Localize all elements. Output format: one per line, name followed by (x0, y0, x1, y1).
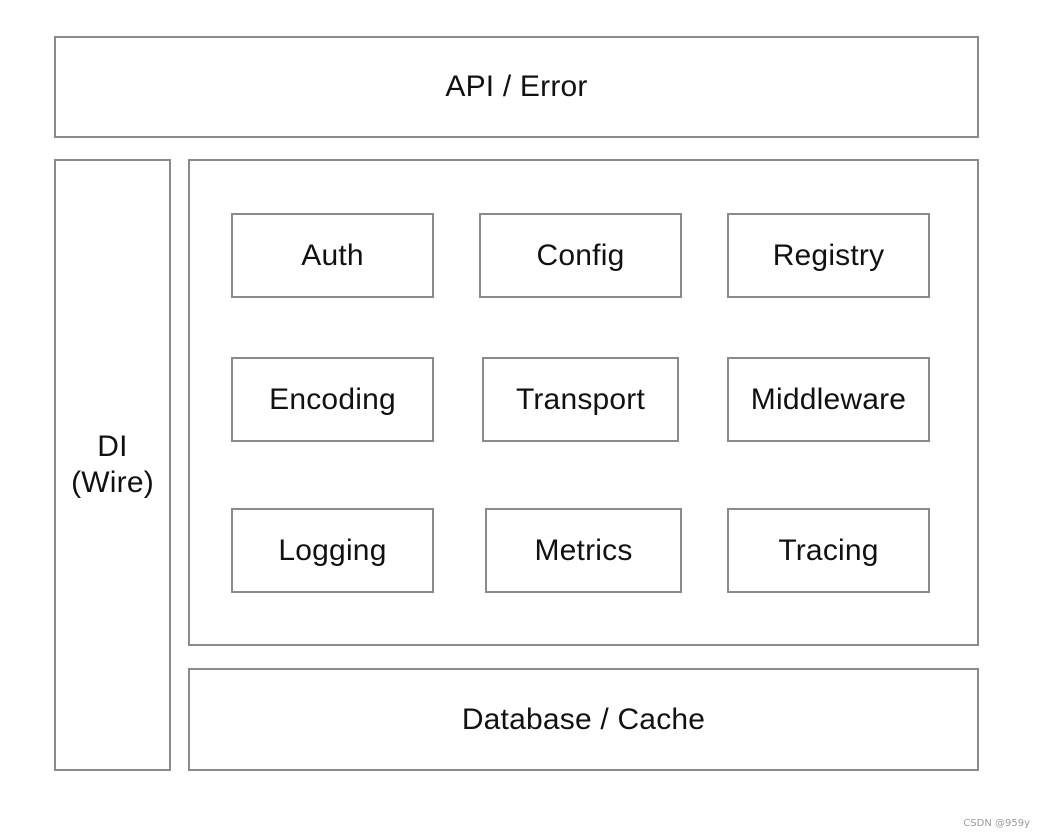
module-config: Config (479, 213, 682, 298)
watermark-text: CSDN @959y (963, 818, 1030, 829)
module-logging-label: Logging (278, 533, 387, 567)
module-registry: Registry (727, 213, 930, 298)
module-auth-label: Auth (301, 238, 364, 272)
module-tracing-label: Tracing (778, 533, 879, 567)
api-error-layer: API / Error (54, 36, 979, 138)
module-encoding-label: Encoding (269, 382, 396, 416)
module-encoding: Encoding (231, 357, 434, 442)
module-config-label: Config (536, 238, 625, 272)
module-auth: Auth (231, 213, 434, 298)
di-wire-label: DI (Wire) (71, 430, 154, 499)
module-transport: Transport (482, 357, 679, 442)
di-wire-layer: DI (Wire) (54, 159, 171, 771)
module-middleware: Middleware (727, 357, 930, 442)
database-cache-layer: Database / Cache (188, 668, 979, 771)
module-logging: Logging (231, 508, 434, 593)
module-middleware-label: Middleware (750, 382, 907, 416)
module-metrics: Metrics (485, 508, 682, 593)
module-registry-label: Registry (772, 238, 885, 272)
module-metrics-label: Metrics (534, 533, 633, 567)
module-transport-label: Transport (515, 382, 646, 416)
database-cache-label: Database / Cache (461, 702, 706, 736)
api-error-label: API / Error (445, 70, 588, 103)
module-tracing: Tracing (727, 508, 930, 593)
